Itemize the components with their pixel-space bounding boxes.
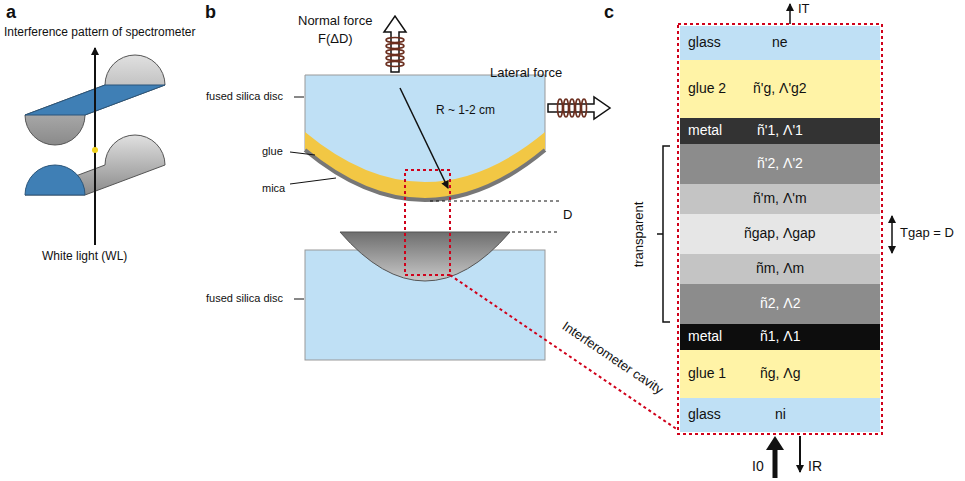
layer-parameters: ñ'1, Λ'1 — [757, 123, 803, 138]
intensity-label: IT — [798, 2, 810, 17]
layer-band: ñgap, Λgap — [680, 214, 880, 254]
layer-parameters: ñgap, Λgap — [744, 226, 816, 241]
bracket-label: transparent — [633, 201, 648, 267]
panel-letter: a — [6, 2, 16, 23]
panel-letter: b — [205, 2, 216, 23]
layer-parameters: ñg, Λg — [760, 366, 801, 381]
layer-parameters: ne — [772, 35, 788, 50]
layer-parameters: ñ2, Λ2 — [760, 296, 801, 311]
layer-band: metal ñ1, Λ1 — [680, 324, 880, 350]
force-label: F(ΔD) — [318, 32, 353, 47]
intensity-label: I0 — [752, 458, 764, 474]
dimension-label: D — [563, 208, 572, 223]
layer-band: ñ'2, Λ'2 — [680, 144, 880, 184]
layer-name: glue 1 — [688, 366, 726, 381]
sfa-setup — [290, 16, 678, 430]
layer-parameters: ñm, Λm — [756, 261, 804, 276]
layer-parameters: ñ'm, Λ'm — [753, 191, 807, 206]
panel-letter: c — [604, 2, 614, 23]
layer-name: metal — [688, 123, 722, 138]
part-label: mica — [262, 182, 285, 195]
layer-name: glue 2 — [688, 81, 726, 96]
force-label: Lateral force — [490, 66, 562, 81]
layer-band: ñ2, Λ2 — [680, 284, 880, 324]
dimension-label: Tgap = D — [900, 226, 954, 241]
layer-stack-frame — [657, 4, 892, 478]
cavity-label: Interferometer cavity — [559, 319, 666, 398]
layer-band: glue 1 ñg, Λg — [680, 350, 880, 398]
cylinders — [25, 48, 165, 245]
force-label: Normal force — [298, 14, 372, 29]
layer-name: glass — [688, 407, 721, 422]
layer-band: ñ'm, Λ'm — [680, 184, 880, 214]
part-label: glue — [262, 145, 283, 158]
layer-parameters: ñ'g, Λ'g2 — [753, 81, 807, 96]
layer-parameters: ni — [775, 407, 786, 422]
intensity-label: IR — [808, 458, 822, 474]
layer-name: metal — [688, 329, 722, 344]
layer-name: glass — [688, 35, 721, 50]
caption-text: Interference pattern of spectrometer — [4, 26, 195, 40]
layer-band: metal ñ'1, Λ'1 — [680, 118, 880, 144]
caption-text: White light (WL) — [42, 250, 127, 264]
part-label: fused silica disc — [206, 90, 283, 103]
layer-band: glass ne — [680, 26, 880, 60]
layer-band: ñm, Λm — [680, 254, 880, 284]
layer-band: glue 2 ñ'g, Λ'g2 — [680, 60, 880, 118]
part-label: fused silica disc — [206, 292, 283, 305]
dimension-label: R ~ 1-2 cm — [436, 104, 495, 118]
layer-parameters: ñ'2, Λ'2 — [757, 156, 803, 171]
layer-parameters: ñ1, Λ1 — [760, 329, 801, 344]
layer-band: glass ni — [680, 398, 880, 432]
